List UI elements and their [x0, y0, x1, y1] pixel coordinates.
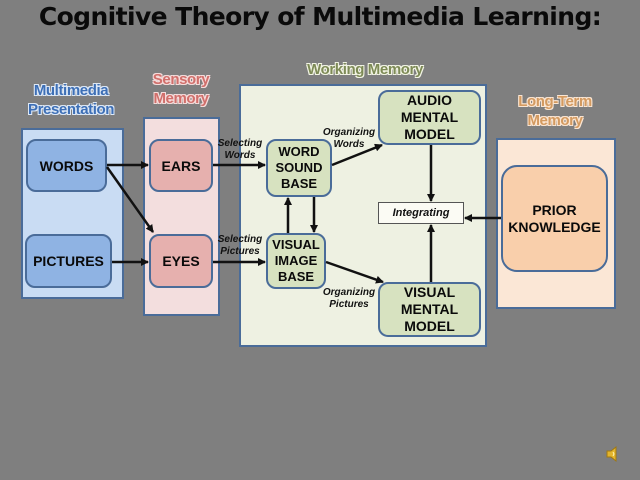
node-line: MODEL: [404, 126, 455, 142]
selecting-pictures-label: Selecting Pictures: [213, 234, 267, 258]
label-line: Organizing: [322, 287, 376, 298]
node-line: VISUAL: [403, 284, 456, 300]
node-line: IMAGE: [274, 253, 318, 268]
word-sound-base-node: WORD SOUND BASE: [266, 139, 332, 197]
organizing-pictures-label: Organizing Pictures: [318, 287, 380, 311]
label-line: Selecting: [217, 138, 263, 149]
arrow-visual-image-to-visual-model: [325, 260, 384, 284]
node-line: MENTAL: [400, 301, 459, 317]
eyes-node: EYES: [149, 234, 213, 288]
label-line: Pictures: [329, 299, 369, 310]
label-line: Pictures: [220, 246, 260, 257]
working-memory-label: Working Memory: [307, 61, 423, 78]
node-line: VISUAL: [272, 237, 320, 252]
label-line: Memory: [527, 112, 583, 129]
node-line: MENTAL: [400, 109, 459, 125]
label-line: Words: [333, 139, 365, 150]
node-line: KNOWLEDGE: [508, 218, 601, 235]
words-node: WORDS: [26, 139, 107, 192]
node-line: PRIOR: [532, 201, 577, 218]
node-line: MODEL: [404, 318, 455, 334]
selecting-words-label: Selecting Words: [213, 138, 267, 162]
label-line: Multimedia: [33, 82, 109, 99]
pictures-node: PICTURES: [25, 234, 112, 288]
label-line: Long-Term: [518, 93, 592, 110]
node-line: BASE: [277, 269, 315, 284]
label-line: Memory: [153, 90, 209, 107]
sensory-memory-label: Sensory Memory: [140, 70, 222, 108]
node-line: WORD: [278, 144, 320, 159]
slide-title: Cognitive Theory of Multimedia Learning:: [38, 2, 602, 31]
label-line: Sensory: [152, 71, 210, 88]
prior-knowledge-node: PRIOR KNOWLEDGE: [501, 165, 608, 272]
node-line: BASE: [280, 176, 318, 191]
node-line: SOUND: [275, 160, 323, 175]
speaker-icon[interactable]: [604, 445, 622, 463]
organizing-words-label: Organizing Words: [318, 127, 380, 151]
arrow-word-sound-to-audio-model: [331, 143, 383, 167]
node-line: AUDIO: [406, 92, 453, 108]
label-line: Organizing: [322, 127, 376, 138]
label-line: Words: [224, 150, 256, 161]
audio-mental-model-node: AUDIO MENTAL MODEL: [378, 90, 481, 145]
multimedia-presentation-label: Multimedia Presentation: [18, 81, 124, 119]
label-line: Presentation: [27, 101, 115, 118]
ears-node: EARS: [149, 139, 213, 192]
visual-mental-model-node: VISUAL MENTAL MODEL: [378, 282, 481, 337]
visual-image-base-node: VISUAL IMAGE BASE: [266, 233, 326, 289]
label-line: Selecting: [217, 234, 263, 245]
integrating-node: Integrating: [378, 202, 464, 224]
long-term-memory-label: Long-Term Memory: [500, 92, 610, 130]
arrow-words-to-eyes: [105, 166, 155, 233]
